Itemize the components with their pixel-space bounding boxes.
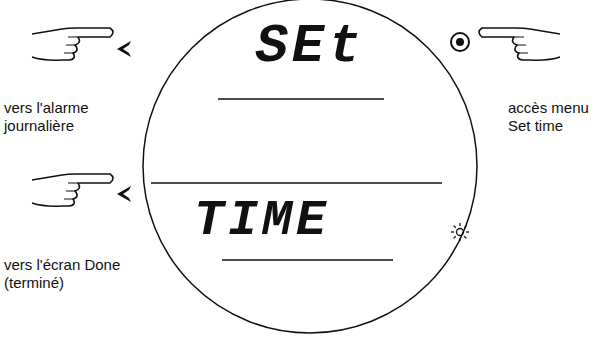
button-symbol <box>456 38 464 46</box>
watch-display: SEtTIME <box>142 0 478 334</box>
pointing-hand <box>479 28 560 60</box>
display-text: TIME <box>194 196 330 246</box>
divider-line <box>151 182 442 184</box>
divider-line <box>222 259 393 261</box>
button-symbol <box>451 33 469 51</box>
instruction-label: vers l'alarme journalière <box>4 99 124 135</box>
pointing-hand <box>32 28 113 60</box>
button-arrow <box>117 41 131 57</box>
instruction-label: vers l'écran Done (terminé) <box>4 256 129 292</box>
button-arrow <box>117 186 131 202</box>
display-text: SEt <box>255 20 364 74</box>
instruction-label: accès menu Set time <box>508 99 596 135</box>
pointing-hand <box>32 174 113 206</box>
divider-line <box>218 98 384 100</box>
